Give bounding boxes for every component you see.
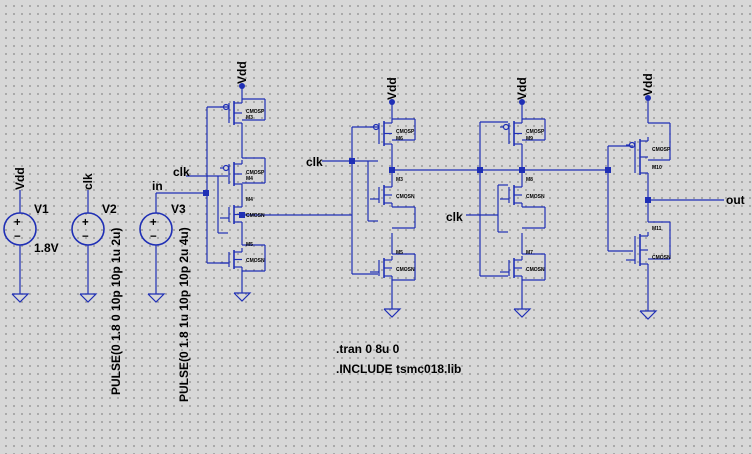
transistor-name: M4 — [246, 197, 253, 203]
svg-text:+: + — [14, 217, 21, 229]
stage3-in-junction — [477, 167, 483, 173]
source-v1[interactable]: + − — [3, 190, 37, 303]
stage1-vdd-flag — [239, 83, 245, 89]
svg-text:+: + — [150, 217, 157, 229]
stage3-clk-label: clk — [446, 210, 463, 224]
transistor-model: CMOSP — [246, 170, 265, 176]
transistor-name: M5 — [246, 242, 253, 248]
stage4-in-junction — [605, 167, 611, 173]
transistor-model: CMOSN — [396, 267, 415, 273]
v1-vdd-label: Vdd — [13, 167, 27, 190]
stage4-vdd-label: Vdd — [641, 73, 655, 96]
transistor-name: M6 — [396, 136, 403, 142]
source-v2[interactable]: + − — [71, 190, 105, 303]
v1-name: V1 — [34, 202, 49, 216]
pmos-transistor[interactable]: M10 CMOSP — [626, 137, 671, 177]
transistor-model: CMOSN — [652, 255, 671, 261]
stage1-vdd-label: Vdd — [235, 61, 249, 84]
transistor-model: CMOSP — [652, 147, 671, 153]
stage1-clk-label: clk — [173, 165, 190, 179]
transistor-model: CMOSP — [246, 109, 265, 115]
svg-text:+: + — [82, 217, 89, 229]
transistor-name: M3 — [246, 115, 253, 121]
stage2-vdd-label: Vdd — [385, 77, 399, 100]
v3-in-label: in — [152, 179, 163, 193]
transistor-model: CMOSN — [526, 194, 545, 200]
transistor-name: M3 — [396, 177, 403, 183]
stage3-vdd-label: Vdd — [515, 77, 529, 100]
transistor-model: CMOSP — [396, 129, 415, 135]
out-label: out — [726, 193, 745, 207]
stage2-vdd-flag — [389, 99, 395, 105]
source-v3[interactable]: + − — [139, 192, 207, 303]
svg-text:−: − — [14, 231, 21, 243]
stage2-out-junction — [389, 167, 395, 173]
svg-text:−: − — [82, 231, 89, 243]
v2-value: PULSE(0 1.8 0 10p 10p 1u 2u) — [109, 228, 123, 395]
transistor-name: M10 — [652, 165, 662, 171]
stage3-out-junction — [519, 167, 525, 173]
transistor-model: CMOSN — [526, 267, 545, 273]
transistor-model: CMOSN — [396, 194, 415, 200]
transistor-name: M5 — [396, 250, 403, 256]
transistor-model: CMOSP — [526, 129, 545, 135]
transistor-group: M3CMOSPM4CMOSPM4CMOSNM5CMOSNM6CMOSPM3CMO… — [220, 99, 671, 280]
directive-tran[interactable]: .tran 0 8u 0 — [336, 342, 400, 356]
stage4-wiring — [607, 98, 724, 320]
transistor-name: M7 — [526, 250, 533, 256]
directive-include[interactable]: .INCLUDE tsmc018.lib — [336, 362, 461, 376]
transistor-name: M9 — [526, 136, 533, 142]
transistor-name: M4 — [246, 176, 253, 182]
stage2-clk-junction — [349, 158, 355, 164]
v2-name: V2 — [102, 202, 117, 216]
v3-value: PULSE(0 1.8 1u 10p 10p 2u 4u) — [177, 227, 191, 402]
v1-value: 1.8V — [34, 241, 59, 255]
transistor-model: CMOSN — [246, 258, 265, 264]
v2-clk-label: clk — [81, 173, 95, 190]
v3-name: V3 — [171, 202, 186, 216]
stage3-vdd-flag — [519, 99, 525, 105]
transistor-name: M11 — [652, 226, 662, 232]
stage4-vdd-flag — [645, 95, 651, 101]
svg-text:−: − — [150, 231, 157, 243]
transistor-model: CMOSN — [246, 213, 265, 219]
stage2-clk-label: clk — [306, 155, 323, 169]
stage2-wiring — [322, 102, 608, 318]
stage3-wiring — [466, 102, 546, 318]
stage4-out-junction — [645, 197, 651, 203]
stage1-in-junction — [203, 190, 209, 196]
stage1-wiring — [186, 86, 352, 302]
transistor-name: M8 — [526, 177, 533, 183]
